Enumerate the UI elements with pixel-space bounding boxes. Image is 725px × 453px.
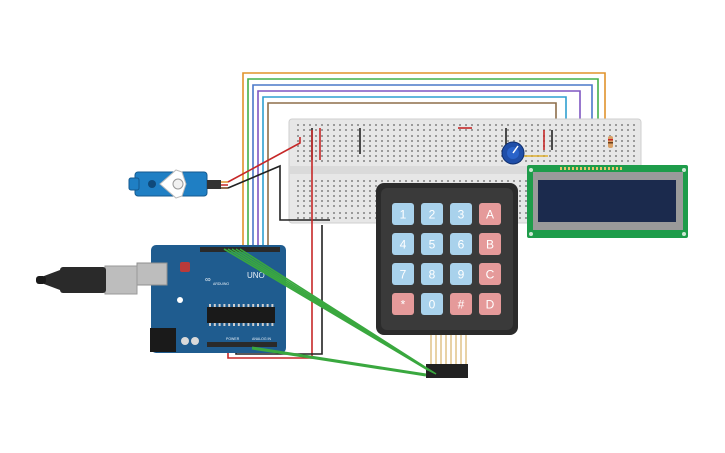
- key-label: 8: [429, 268, 436, 282]
- key-D[interactable]: D: [479, 293, 501, 315]
- servo-wires: [227, 137, 330, 221]
- key-A[interactable]: A: [479, 203, 501, 225]
- key-label: 9: [458, 268, 465, 282]
- key-*[interactable]: *: [392, 293, 414, 315]
- key-9[interactable]: 9: [450, 263, 472, 285]
- resistor: [608, 136, 613, 148]
- key-label: #: [458, 298, 465, 312]
- key-label: *: [401, 298, 406, 312]
- arduino-power-label: POWER: [226, 337, 240, 341]
- potentiometer[interactable]: [501, 141, 525, 165]
- key-6[interactable]: 6: [450, 233, 472, 255]
- power-wires: [227, 130, 323, 359]
- key-1[interactable]: 1: [392, 203, 414, 225]
- key-label: 7: [400, 268, 407, 282]
- keypad: 1 2 3 A 4 5 6 B 7 8 9 C * 0 # D: [376, 183, 518, 378]
- arduino-logo-icon: ∞: [205, 275, 211, 284]
- keypad-green-wires: [223, 248, 437, 377]
- key-B[interactable]: B: [479, 233, 501, 255]
- key-label: 5: [429, 238, 436, 252]
- key-2[interactable]: 2: [421, 203, 443, 225]
- arduino-model-text: UNO: [247, 271, 265, 280]
- key-5[interactable]: 5: [421, 233, 443, 255]
- key-label: C: [486, 268, 495, 282]
- key-C[interactable]: C: [479, 263, 501, 285]
- key-7[interactable]: 7: [392, 263, 414, 285]
- key-#[interactable]: #: [450, 293, 472, 315]
- key-label: 3: [458, 208, 465, 222]
- usb-cable-icon: [36, 265, 138, 295]
- key-label: 1: [400, 208, 407, 222]
- key-label: A: [486, 208, 494, 222]
- arduino-analog-label: ANALOG IN: [252, 337, 272, 341]
- arduino-brand-text: ARDUINO: [213, 282, 229, 286]
- key-label: 6: [458, 238, 465, 252]
- key-label: 2: [429, 208, 436, 222]
- key-label: B: [486, 238, 494, 252]
- key-label: D: [486, 298, 495, 312]
- key-label: 0: [429, 298, 436, 312]
- key-8[interactable]: 8: [421, 263, 443, 285]
- key-label: 4: [400, 238, 407, 252]
- arduino-uno: ∞ ARDUINO UNO POWER ANALOG IN: [136, 245, 286, 353]
- servo-motor[interactable]: [128, 169, 228, 199]
- key-0[interactable]: 0: [421, 293, 443, 315]
- lcd-module: [527, 165, 688, 238]
- key-4[interactable]: 4: [392, 233, 414, 255]
- key-3[interactable]: 3: [450, 203, 472, 225]
